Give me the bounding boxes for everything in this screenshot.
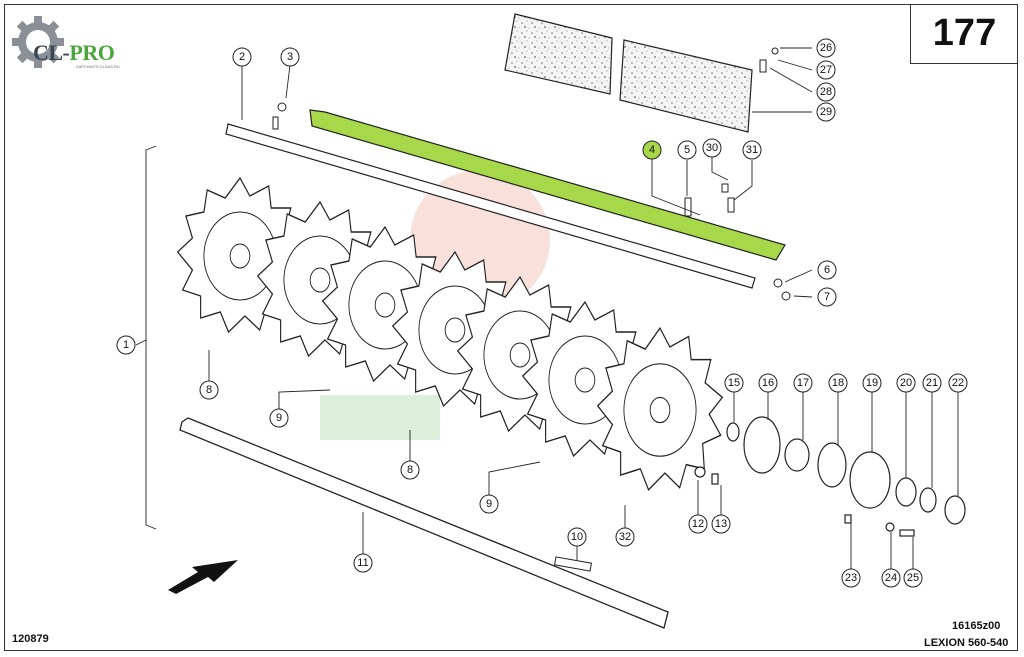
- svg-text:12: 12: [692, 518, 704, 530]
- svg-text:13: 13: [715, 518, 727, 530]
- callout-32: 32: [615, 527, 635, 547]
- callout-30: 30: [702, 138, 722, 158]
- fasteners: [272, 47, 791, 301]
- cl-pro-logo: CL-PRO ZAPCHASTI-CLAAS.RU: [8, 12, 128, 72]
- assembly-bracket: [135, 145, 157, 530]
- svg-text:31: 31: [746, 144, 758, 156]
- svg-text:7: 7: [824, 291, 830, 303]
- callout-25: 25: [903, 568, 923, 588]
- svg-text:5: 5: [684, 144, 690, 156]
- logo-wordmark: CL-PRO: [33, 40, 115, 65]
- svg-text:1: 1: [123, 339, 129, 351]
- page-number: 177: [910, 4, 1018, 64]
- svg-text:23: 23: [845, 572, 857, 584]
- shaft: [179, 417, 669, 629]
- callout-7: 7: [817, 287, 837, 307]
- callout-22: 22: [948, 373, 968, 393]
- callout-9b: 9: [479, 494, 499, 514]
- callout-4: 4: [642, 140, 662, 160]
- bearing-assembly: [694, 416, 966, 537]
- callout-8b: 8: [400, 460, 420, 480]
- callout-23: 23: [841, 568, 861, 588]
- direction-arrow: [168, 560, 238, 594]
- callout-10: 10: [567, 527, 587, 547]
- callout-27: 27: [816, 60, 836, 80]
- key: [553, 556, 593, 572]
- callout-26: 26: [816, 38, 836, 58]
- svg-text:29: 29: [820, 106, 832, 118]
- callout-21: 21: [922, 373, 942, 393]
- svg-text:17: 17: [797, 377, 809, 389]
- svg-text:24: 24: [885, 572, 897, 584]
- svg-text:18: 18: [832, 377, 844, 389]
- svg-text:3: 3: [287, 51, 293, 63]
- svg-text:6: 6: [824, 264, 830, 276]
- callout-13: 13: [711, 514, 731, 534]
- svg-text:19: 19: [866, 377, 878, 389]
- left-code: 120879: [12, 633, 49, 645]
- callout-29: 29: [816, 102, 836, 122]
- leader-lines: [208, 47, 959, 570]
- model-name: LEXION 560-540: [924, 637, 1009, 649]
- drawing-frame: [4, 4, 1018, 651]
- support-bar: [225, 123, 756, 289]
- drawing-code: 16165z00: [952, 620, 1001, 632]
- highlighted-part-4: [309, 109, 786, 261]
- callout-11: 11: [353, 553, 373, 573]
- svg-text:22: 22: [952, 377, 964, 389]
- svg-text:32: 32: [619, 531, 631, 543]
- svg-text:9: 9: [276, 412, 282, 424]
- logo-subtitle: ZAPCHASTI-CLAAS.RU: [76, 64, 120, 69]
- callout-6: 6: [817, 260, 837, 280]
- callout-3: 3: [280, 47, 300, 67]
- callout-20: 20: [896, 373, 916, 393]
- callout-1: 1: [116, 335, 136, 355]
- svg-text:8: 8: [407, 464, 413, 476]
- svg-text:9: 9: [486, 498, 492, 510]
- svg-text:25: 25: [907, 572, 919, 584]
- callout-15: 15: [724, 373, 744, 393]
- callout-16: 16: [758, 373, 778, 393]
- callout-17: 17: [793, 373, 813, 393]
- svg-text:26: 26: [820, 42, 832, 54]
- callout-31: 31: [742, 140, 762, 160]
- callout-24: 24: [881, 568, 901, 588]
- callout-19: 19: [862, 373, 882, 393]
- svg-text:28: 28: [820, 86, 832, 98]
- svg-text:2: 2: [239, 51, 245, 63]
- svg-text:20: 20: [900, 377, 912, 389]
- svg-text:30: 30: [706, 142, 718, 154]
- callouts: 1 2 3 4 5 6 7 8 8 9 9 10 11 12 13 15 16 …: [116, 38, 968, 588]
- callout-2: 2: [232, 47, 252, 67]
- callout-8a: 8: [199, 380, 219, 400]
- callout-12: 12: [688, 514, 708, 534]
- callout-18: 18: [828, 373, 848, 393]
- gear-icon: [12, 16, 64, 68]
- callout-5: 5: [677, 140, 697, 160]
- svg-text:8: 8: [206, 384, 212, 396]
- svg-text:21: 21: [926, 377, 938, 389]
- callout-28: 28: [816, 82, 836, 102]
- wear-strips: [504, 13, 753, 133]
- svg-text:10: 10: [571, 531, 583, 543]
- svg-text:4: 4: [649, 144, 655, 156]
- svg-text:11: 11: [357, 557, 368, 569]
- svg-text:15: 15: [728, 377, 740, 389]
- svg-text:16: 16: [762, 377, 774, 389]
- svg-text:27: 27: [820, 64, 832, 76]
- callout-9a: 9: [269, 408, 289, 428]
